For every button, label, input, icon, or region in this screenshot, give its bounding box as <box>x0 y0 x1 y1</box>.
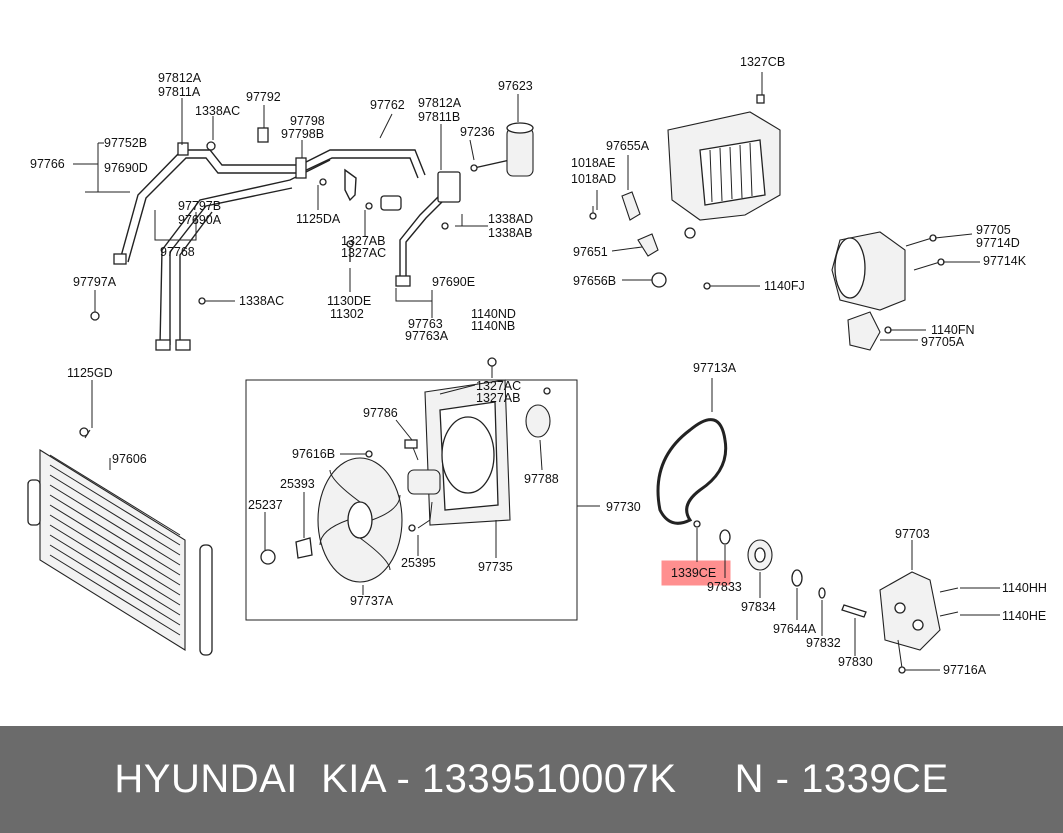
label-1125DA: 1125DA <box>296 212 341 226</box>
label-97798B: 97798B <box>281 127 324 141</box>
label-97792: 97792 <box>246 90 281 104</box>
label-97788: 97788 <box>524 472 559 486</box>
label-1018AE: 1018AE <box>571 156 615 170</box>
label-1327AC-2: 1327AC <box>476 379 521 393</box>
label-97811A: 97811A <box>158 85 201 99</box>
label-97797A: 97797A <box>73 275 117 289</box>
label-97644A: 97644A <box>773 622 817 636</box>
label-25393: 25393 <box>280 477 315 491</box>
label-97705A: 97705A <box>921 335 965 349</box>
highlight-1339ce <box>661 560 731 586</box>
label-25395: 25395 <box>401 556 436 570</box>
label-97655A: 97655A <box>606 139 650 153</box>
exploded-parts-drawing: 97812A 97811A 1338AC 97792 97798 97798B … <box>27 55 1047 677</box>
condenser <box>27 427 213 656</box>
label-1327AC: 1327AC <box>341 246 386 260</box>
idler-pulley-parts <box>693 520 867 618</box>
fan-shroud <box>424 379 511 526</box>
label-97606: 97606 <box>112 452 147 466</box>
label-97812A-2: 97812A <box>418 96 462 110</box>
label-97656B: 97656B <box>573 274 616 288</box>
label-97730: 97730 <box>606 500 641 514</box>
label-97713A: 97713A <box>693 361 737 375</box>
label-97623: 97623 <box>498 79 533 93</box>
tensioner-bracket <box>879 571 959 674</box>
label-97616B: 97616B <box>292 447 335 461</box>
drive-belt <box>656 418 728 525</box>
label-97705: 97705 <box>976 223 1011 237</box>
label-97737A: 97737A <box>350 594 394 608</box>
label-97833: 97833 <box>707 580 742 594</box>
receiver-drier <box>506 122 534 177</box>
compressor <box>831 231 945 351</box>
label-97766: 97766 <box>30 157 65 171</box>
label-97762: 97762 <box>370 98 405 112</box>
label-1130DE: 1130DE <box>327 294 371 308</box>
label-1125GD: 1125GD <box>67 366 113 380</box>
parts-diagram: 97812A 97811A 1338AC 97792 97798 97798B … <box>27 55 1047 677</box>
fan-motor <box>404 439 441 495</box>
part-number-banner: HYUNDAI KIA - 1339510007K N - 1339CE <box>0 726 1063 833</box>
fan-blade <box>317 457 403 583</box>
label-1338AC-2: 1338AC <box>239 294 284 308</box>
expansion-parts <box>589 191 711 290</box>
label-1338AB: 1338AB <box>488 226 532 240</box>
label-97798: 97798 <box>290 114 325 128</box>
ac-hose-assembly <box>90 127 511 351</box>
label-97763A: 97763A <box>405 329 449 343</box>
label-25237: 25237 <box>248 498 283 512</box>
part-labels: 97812A 97811A 1338AC 97792 97798 97798B … <box>30 55 1047 677</box>
label-97752B: 97752B <box>104 136 147 150</box>
label-97236: 97236 <box>460 125 495 139</box>
label-97714D: 97714D <box>976 236 1020 250</box>
label-97651: 97651 <box>573 245 608 259</box>
label-97690E: 97690E <box>432 275 475 289</box>
leader-lines <box>73 72 1000 671</box>
evaporator-unit <box>667 94 781 239</box>
label-97797B: 97797B <box>178 199 221 213</box>
label-1327AB-2: 1327AB <box>476 391 520 405</box>
label-1338AC: 1338AC <box>195 104 240 118</box>
label-97714K: 97714K <box>983 254 1027 268</box>
label-1140HH: 1140HH <box>1002 581 1047 595</box>
label-97832: 97832 <box>806 636 841 650</box>
label-97786: 97786 <box>363 406 398 420</box>
label-97812A: 97812A <box>158 71 202 85</box>
label-1327CB: 1327CB <box>740 55 785 69</box>
label-97690A: 97690A <box>178 213 222 227</box>
banner-text: HYUNDAI KIA - 1339510007K N - 1339CE <box>114 757 949 801</box>
label-1140FJ: 1140FJ <box>764 279 805 293</box>
fan-assembly-box <box>245 379 578 621</box>
label-1338AD: 1338AD <box>488 212 533 226</box>
label-97763: 97763 <box>408 317 443 331</box>
label-1339CE: 1339CE <box>671 566 716 580</box>
label-97834: 97834 <box>741 600 776 614</box>
label-97716A: 97716A <box>943 663 987 677</box>
fan-small-parts <box>260 357 551 565</box>
label-97690D: 97690D <box>104 161 148 175</box>
label-11302: 11302 <box>330 307 364 321</box>
label-97735: 97735 <box>478 560 513 574</box>
label-1018AD: 1018AD <box>571 172 616 186</box>
label-97768: 97768 <box>160 245 195 259</box>
label-97811B: 97811B <box>418 110 460 124</box>
label-1140ND: 1140ND <box>471 307 516 321</box>
label-1140HE: 1140HE <box>1002 609 1046 623</box>
label-97703: 97703 <box>895 527 930 541</box>
label-1327AB: 1327AB <box>341 234 385 248</box>
label-1140FN: 1140FN <box>931 323 975 337</box>
label-1140NB: 1140NB <box>471 319 515 333</box>
label-97830: 97830 <box>838 655 873 669</box>
